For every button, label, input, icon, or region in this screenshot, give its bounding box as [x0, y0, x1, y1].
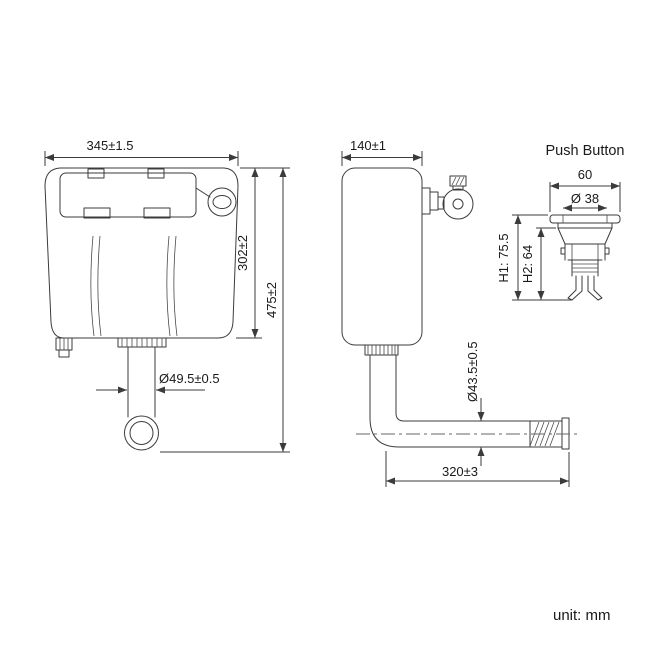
front-access-recess — [59, 172, 197, 218]
pipe-diameter-label: Ø43.5±0.5 — [465, 341, 480, 402]
front-recess-tab — [147, 168, 165, 179]
dim-front-body-height: 302±2 — [235, 167, 290, 339]
pipe-threaded-end — [529, 417, 570, 450]
front-rib — [90, 235, 95, 337]
side-depth-label: 140±1 — [350, 138, 386, 153]
front-recess-tab — [87, 168, 105, 179]
front-recess-tab — [83, 207, 111, 219]
elbow-pipe-outer — [369, 354, 563, 448]
front-recess-tab — [143, 207, 171, 219]
dim-side-depth: 140±1 — [341, 138, 423, 166]
button-h1-label: H1: 75.5 — [496, 233, 511, 282]
front-rib — [173, 235, 178, 337]
button-diameter-label: Ø 38 — [571, 191, 599, 206]
front-body-height-label: 302±2 — [235, 235, 250, 271]
push-button-detail: Push Button 60 Ø 38 — [496, 143, 625, 301]
outlet-flange-inner — [129, 421, 154, 445]
front-width-label: 345±1.5 — [87, 138, 134, 153]
front-inlet-nub — [55, 337, 73, 358]
dim-front-outlet-diameter: Ø49.5±0.5 — [96, 371, 220, 394]
front-outlet-boss — [117, 337, 167, 348]
outlet-flange-outer — [124, 415, 159, 451]
elbow-pipe-inner — [395, 354, 563, 422]
dim-button-h2: H2: 64 — [520, 227, 556, 300]
dim-pipe-length: 320±3 — [385, 451, 570, 487]
pipe-length-label: 320±3 — [442, 464, 478, 479]
front-outlet-diameter-label: Ø49.5±0.5 — [159, 371, 220, 386]
push-button-drawing — [549, 214, 621, 301]
fill-cap-leader-line — [195, 187, 211, 198]
front-tank-outline — [44, 167, 239, 339]
side-tank-outline — [341, 167, 423, 346]
side-inlet-valve — [421, 175, 474, 220]
dim-button-diameter: Ø 38 — [563, 191, 607, 212]
fill-cap-inner — [212, 195, 232, 209]
front-view-cistern: 345±1.5 302±2 475±2 Ø49.5±0.5 — [44, 138, 290, 453]
side-outlet-boss — [364, 344, 399, 356]
front-rib — [166, 235, 171, 337]
button-h2-label: H2: 64 — [520, 245, 535, 283]
dim-pipe-diameter: Ø43.5±0.5 — [465, 341, 485, 466]
unit-label: unit: mm — [553, 607, 611, 624]
side-view-cistern: 140±1 Ø43.5±0.5 320±3 — [341, 138, 578, 487]
dim-button-h1: H1: 75.5 — [496, 214, 572, 301]
fill-cap-outer — [207, 187, 237, 217]
push-button-title: Push Button — [546, 143, 625, 159]
button-width-label: 60 — [578, 167, 592, 182]
dim-front-width: 345±1.5 — [44, 138, 239, 166]
dim-button-width: 60 — [549, 167, 621, 212]
front-total-height-label: 475±2 — [264, 282, 279, 318]
front-rib — [97, 235, 102, 337]
dim-front-total-height: 475±2 — [160, 168, 290, 453]
